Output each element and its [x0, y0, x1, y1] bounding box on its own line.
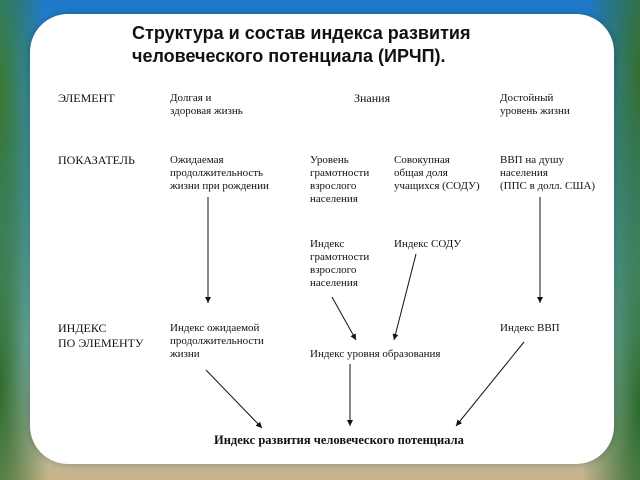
index-life-expectancy: Индекс ожидаемой продолжительности жизни — [170, 322, 264, 361]
slide-title: Структура и состав индекса развития чело… — [132, 22, 552, 68]
indicator-life-line-2: продолжительность — [170, 167, 264, 179]
row-label-index-1: ИНДЕКС — [58, 321, 107, 335]
element-longevity-line-2: здоровая жизнь — [170, 105, 243, 117]
final-hdi: Индекс развития человеческого потенциала — [214, 433, 464, 447]
row-label-index-2: ПО ЭЛЕМЕНТУ — [58, 336, 144, 350]
subindex-literacy-line-4: населения — [310, 277, 358, 289]
arrow-life-index-to-hdi — [205, 369, 263, 429]
indicator-literacy-line-3: взрослого — [310, 180, 357, 192]
indicator-gdp-line-1: ВВП на душу — [500, 154, 564, 166]
subindex-literacy-line-3: взрослого — [310, 264, 357, 276]
element-longevity-line-1: Долгая и — [170, 92, 212, 104]
indicator-literacy: Уровень грамотности взрослого населения — [310, 154, 369, 206]
indicator-gdp-line-2: населения — [500, 167, 548, 179]
element-living-line-2: уровень жизни — [500, 105, 570, 117]
indicator-enrollment: Совокупная общая доля учащихся (СОДУ) — [394, 154, 480, 193]
indicator-literacy-line-1: Уровень — [310, 154, 349, 166]
index-life-line-1: Индекс ожидаемой — [170, 322, 260, 334]
arrow-literacy-to-edu — [331, 296, 357, 341]
slide-card — [30, 14, 614, 464]
subindex-literacy-line-2: грамотности — [310, 251, 370, 263]
row-label-element: ЭЛЕМЕНТ — [58, 91, 115, 105]
subindex-enrollment: Индекс СОДУ — [394, 238, 462, 250]
element-knowledge: Знания — [354, 91, 391, 105]
arrow-enrollment-to-edu — [392, 253, 417, 341]
indicator-literacy-line-4: населения — [310, 193, 358, 205]
index-life-line-2: продолжительности — [170, 335, 264, 347]
indicator-enrollment-line-1: Совокупная — [394, 154, 450, 166]
arrow-gdp-index-to-hdi — [455, 341, 525, 427]
index-gdp: Индекс ВВП — [500, 322, 560, 334]
subindex-literacy: Индекс грамотности взрослого населения — [310, 238, 369, 290]
title-line-2: человеческого потенциала (ИРЧП). — [132, 46, 446, 66]
indicator-life-line-3: жизни при рождении — [170, 180, 269, 192]
indicator-enrollment-line-3: учащихся (СОДУ) — [394, 180, 480, 192]
subindex-literacy-line-1: Индекс — [310, 238, 345, 250]
index-life-line-3: жизни — [170, 348, 200, 360]
indicator-gdp-line-3: (ППС в долл. США) — [500, 180, 596, 192]
indicator-gdp: ВВП на душу населения (ППС в долл. США) — [500, 154, 595, 193]
index-education: Индекс уровня образования — [310, 348, 441, 360]
element-living: Достойный уровень жизни — [500, 92, 570, 118]
title-line-1: Структура и состав индекса развития — [132, 23, 471, 43]
row-label-indicator: ПОКАЗАТЕЛЬ — [58, 153, 135, 167]
element-living-line-1: Достойный — [500, 92, 554, 104]
indicator-life-expectancy: Ожидаемая продолжительность жизни при ро… — [170, 154, 269, 193]
indicator-literacy-line-2: грамотности — [310, 167, 370, 179]
indicator-enrollment-line-2: общая доля — [394, 167, 448, 179]
element-longevity: Долгая и здоровая жизнь — [170, 92, 243, 118]
indicator-life-line-1: Ожидаемая — [170, 154, 224, 166]
